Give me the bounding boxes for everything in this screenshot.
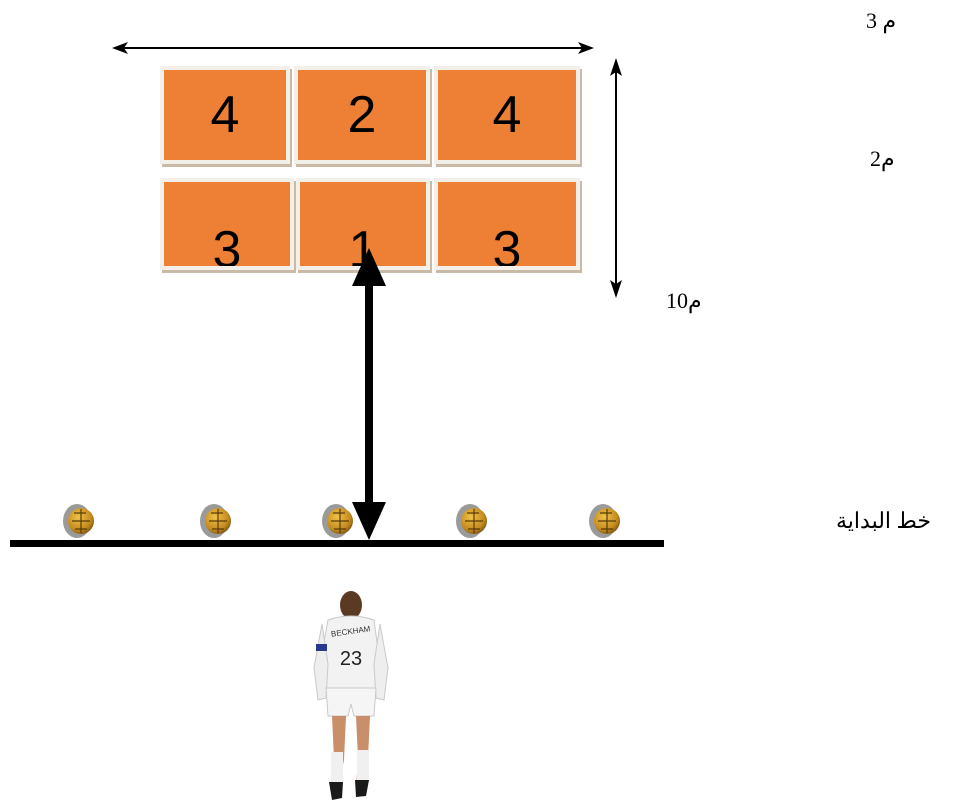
target-tile-top-right: 4 <box>434 66 580 164</box>
ball-icon <box>322 504 353 538</box>
depth-2m-label: 2م <box>870 146 895 171</box>
width-dimension-arrow <box>112 42 594 54</box>
target-tile-top-center: 2 <box>294 66 430 164</box>
ball-icon <box>589 504 620 538</box>
target-tile-top-left: 4 <box>160 66 290 164</box>
target-tile-bottom-left: 3 <box>160 178 294 270</box>
distance-double-arrow <box>352 248 386 540</box>
start-line-label: خط البداية <box>836 508 932 533</box>
tile-number: 4 <box>210 86 240 144</box>
jersey-number: 23 <box>340 648 362 670</box>
start-line <box>10 540 664 547</box>
target-tile-bottom-right: 3 <box>434 178 580 270</box>
ball-icon <box>456 504 487 538</box>
tile-number: 3 <box>212 221 242 270</box>
tile-number: 2 <box>347 86 377 144</box>
width-3m-label: 3 م <box>866 8 897 33</box>
ball-icon <box>63 504 94 538</box>
player-figure: BECKHAM 23 <box>313 591 389 800</box>
distance-10m-label: 10م <box>666 288 702 313</box>
height-dimension-arrow <box>610 58 622 298</box>
tile-number: 4 <box>492 86 522 144</box>
tile-number: 3 <box>492 221 522 270</box>
ball-icon <box>200 504 231 538</box>
